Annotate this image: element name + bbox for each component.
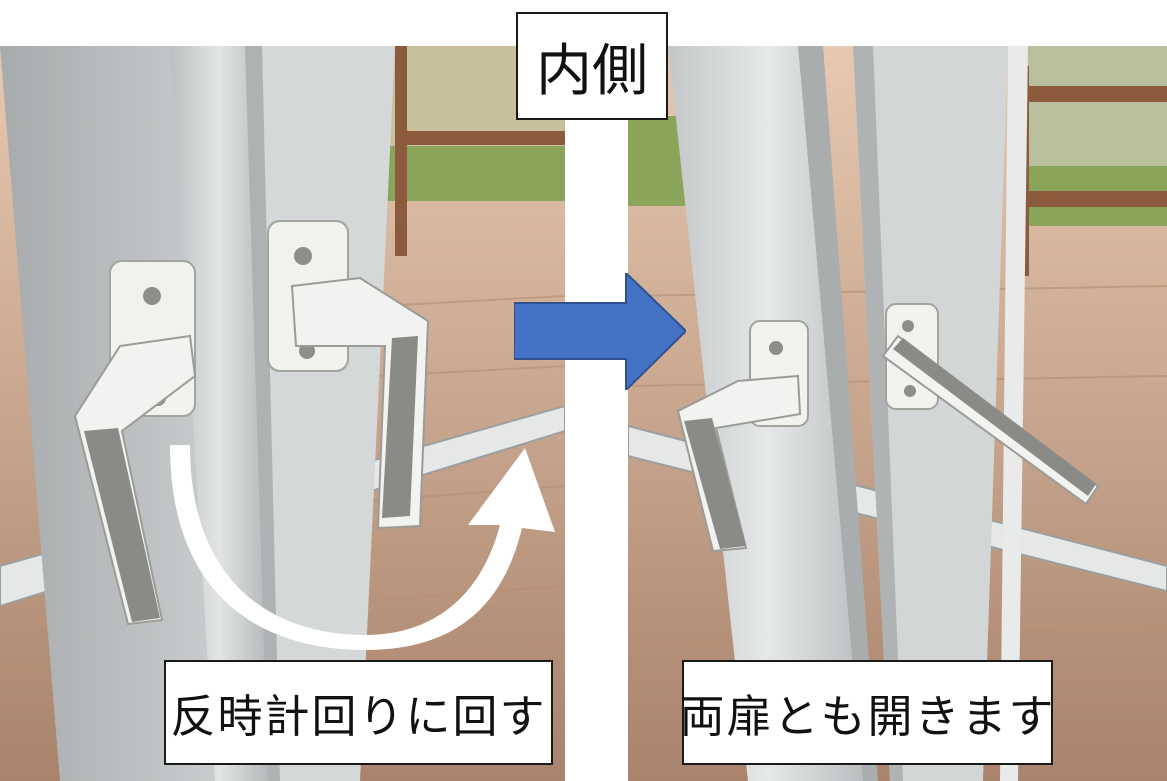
photo-right-illustration bbox=[628, 46, 1167, 781]
arrow-right-icon bbox=[514, 273, 686, 390]
title-label: 内側 bbox=[516, 12, 668, 120]
caption-rotate-counterclockwise: 反時計回りに回す bbox=[164, 660, 553, 765]
counterclockwise-arrow-icon bbox=[170, 445, 555, 650]
caption-both-doors-open: 両扉とも開きます bbox=[680, 660, 1054, 765]
photo-right-open-latch bbox=[628, 46, 1167, 781]
